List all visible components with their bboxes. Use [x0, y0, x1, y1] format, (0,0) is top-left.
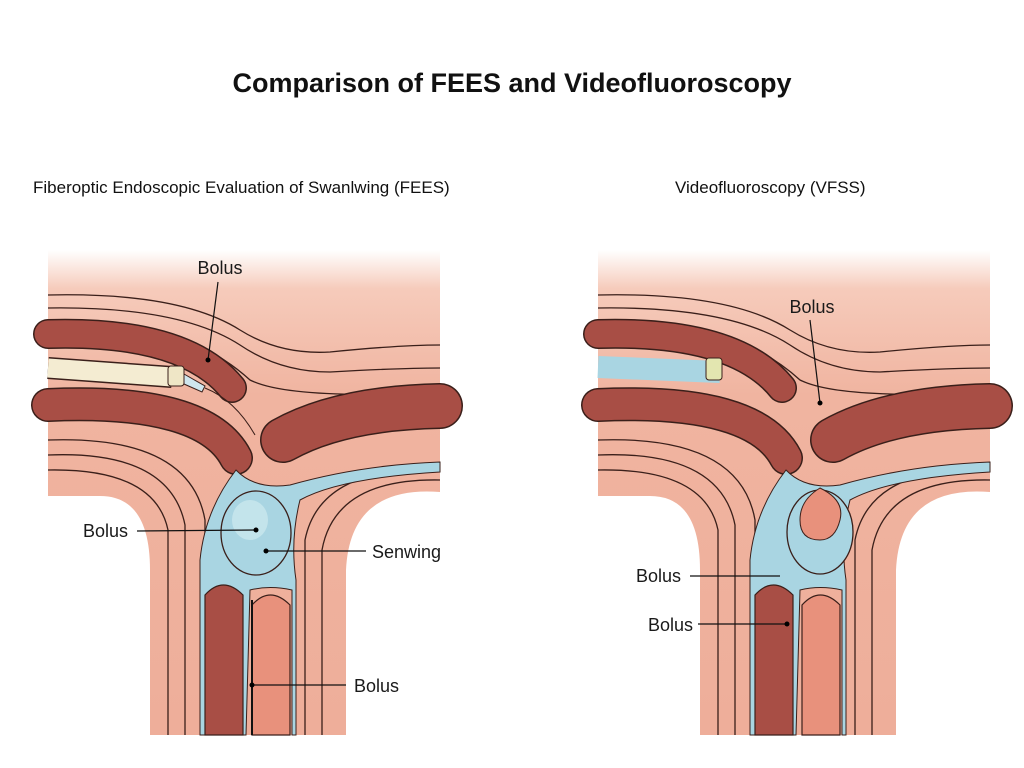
label-bolus-bottom: Bolus — [648, 615, 693, 635]
fees-panel — [48, 250, 440, 735]
fees-labels: Bolus Bolus Senwing Bolus — [83, 258, 441, 735]
fees-heading: Fiberoptic Endoscopic Evaluation of Swan… — [33, 178, 450, 197]
vfss-labels: Bolus Bolus Bolus — [636, 297, 835, 635]
label-senwing: Senwing — [372, 542, 441, 562]
label-bolus-mid: Bolus — [83, 521, 128, 541]
contrast-column — [597, 356, 721, 383]
diagram-title: Comparison of FEES and Videofluoroscopy — [232, 68, 792, 98]
vfss-heading: Videofluoroscopy (VFSS) — [675, 178, 866, 197]
label-bolus-top: Bolus — [789, 297, 834, 317]
vfss-panel — [598, 250, 990, 735]
label-bolus-mid: Bolus — [636, 566, 681, 586]
bolus-shape — [799, 487, 842, 541]
label-bolus-bottom: Bolus — [354, 676, 399, 696]
label-bolus-top: Bolus — [197, 258, 242, 278]
